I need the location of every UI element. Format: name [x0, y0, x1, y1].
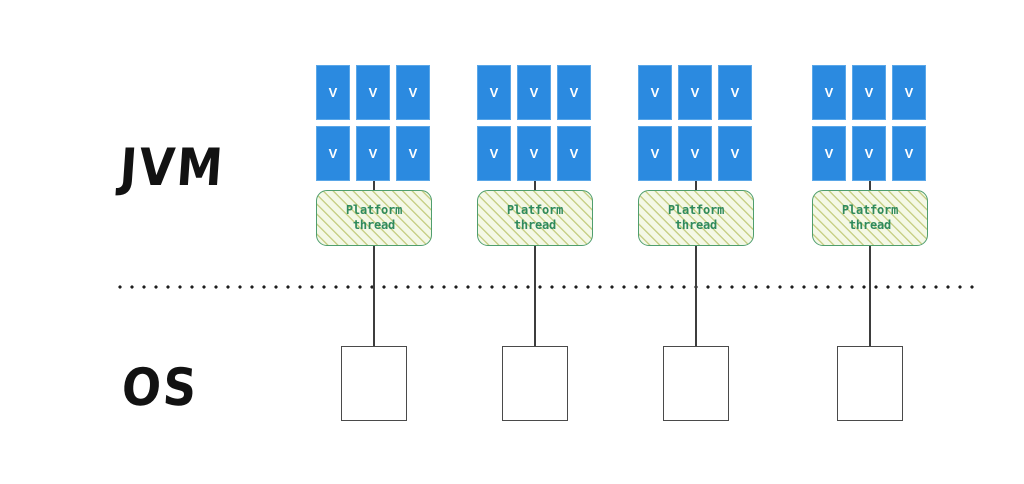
virtual-thread-box[interactable]: V — [852, 126, 886, 181]
virtual-thread-box[interactable]: V — [718, 65, 752, 120]
virtual-thread-box[interactable]: V — [517, 126, 551, 181]
virtual-thread-box[interactable]: V — [678, 65, 712, 120]
virtual-thread-grid: V V V V V V — [477, 65, 593, 181]
virtual-thread-grid: V V V V V V — [638, 65, 754, 181]
os-thread-box[interactable] — [663, 346, 729, 421]
platform-thread-box[interactable]: Platform thread — [477, 190, 593, 246]
virtual-thread-box[interactable]: V — [812, 65, 846, 120]
virtual-thread-box[interactable]: V — [396, 126, 430, 181]
virtual-thread-box[interactable]: V — [557, 126, 591, 181]
virtual-thread-box[interactable]: V — [638, 65, 672, 120]
virtual-thread-box[interactable]: V — [812, 126, 846, 181]
connector-platform-to-os — [373, 246, 375, 346]
virtual-thread-box[interactable]: V — [557, 65, 591, 120]
virtual-thread-box[interactable]: V — [638, 126, 672, 181]
virtual-thread-box[interactable]: V — [517, 65, 551, 120]
jvm-os-boundary-divider — [118, 285, 976, 289]
os-thread-box[interactable] — [341, 346, 407, 421]
virtual-thread-box[interactable]: V — [852, 65, 886, 120]
virtual-thread-box[interactable]: V — [356, 65, 390, 120]
virtual-thread-grid: V V V V V V — [812, 65, 928, 181]
layer-label-jvm: JVM — [117, 136, 227, 198]
platform-thread-label: Platform thread — [667, 203, 725, 232]
virtual-thread-box[interactable]: V — [316, 126, 350, 181]
virtual-thread-box[interactable]: V — [477, 126, 511, 181]
connector-platform-to-os — [534, 246, 536, 346]
os-thread-box[interactable] — [837, 346, 903, 421]
virtual-thread-grid: V V V V V V — [316, 65, 432, 181]
platform-thread-box[interactable]: Platform thread — [316, 190, 432, 246]
virtual-thread-box[interactable]: V — [678, 126, 712, 181]
platform-thread-label: Platform thread — [345, 203, 403, 232]
virtual-thread-box[interactable]: V — [316, 65, 350, 120]
connector-platform-to-os — [695, 246, 697, 346]
virtual-thread-box[interactable]: V — [356, 126, 390, 181]
platform-thread-box[interactable]: Platform thread — [638, 190, 754, 246]
connector-platform-to-os — [869, 246, 871, 346]
virtual-thread-box[interactable]: V — [477, 65, 511, 120]
layer-label-os: OS — [119, 356, 201, 418]
platform-thread-box[interactable]: Platform thread — [812, 190, 928, 246]
platform-thread-label: Platform thread — [506, 203, 564, 232]
virtual-thread-box[interactable]: V — [396, 65, 430, 120]
platform-thread-label: Platform thread — [841, 203, 899, 232]
virtual-thread-box[interactable]: V — [892, 65, 926, 120]
virtual-thread-box[interactable]: V — [892, 126, 926, 181]
virtual-thread-box[interactable]: V — [718, 126, 752, 181]
os-thread-box[interactable] — [502, 346, 568, 421]
